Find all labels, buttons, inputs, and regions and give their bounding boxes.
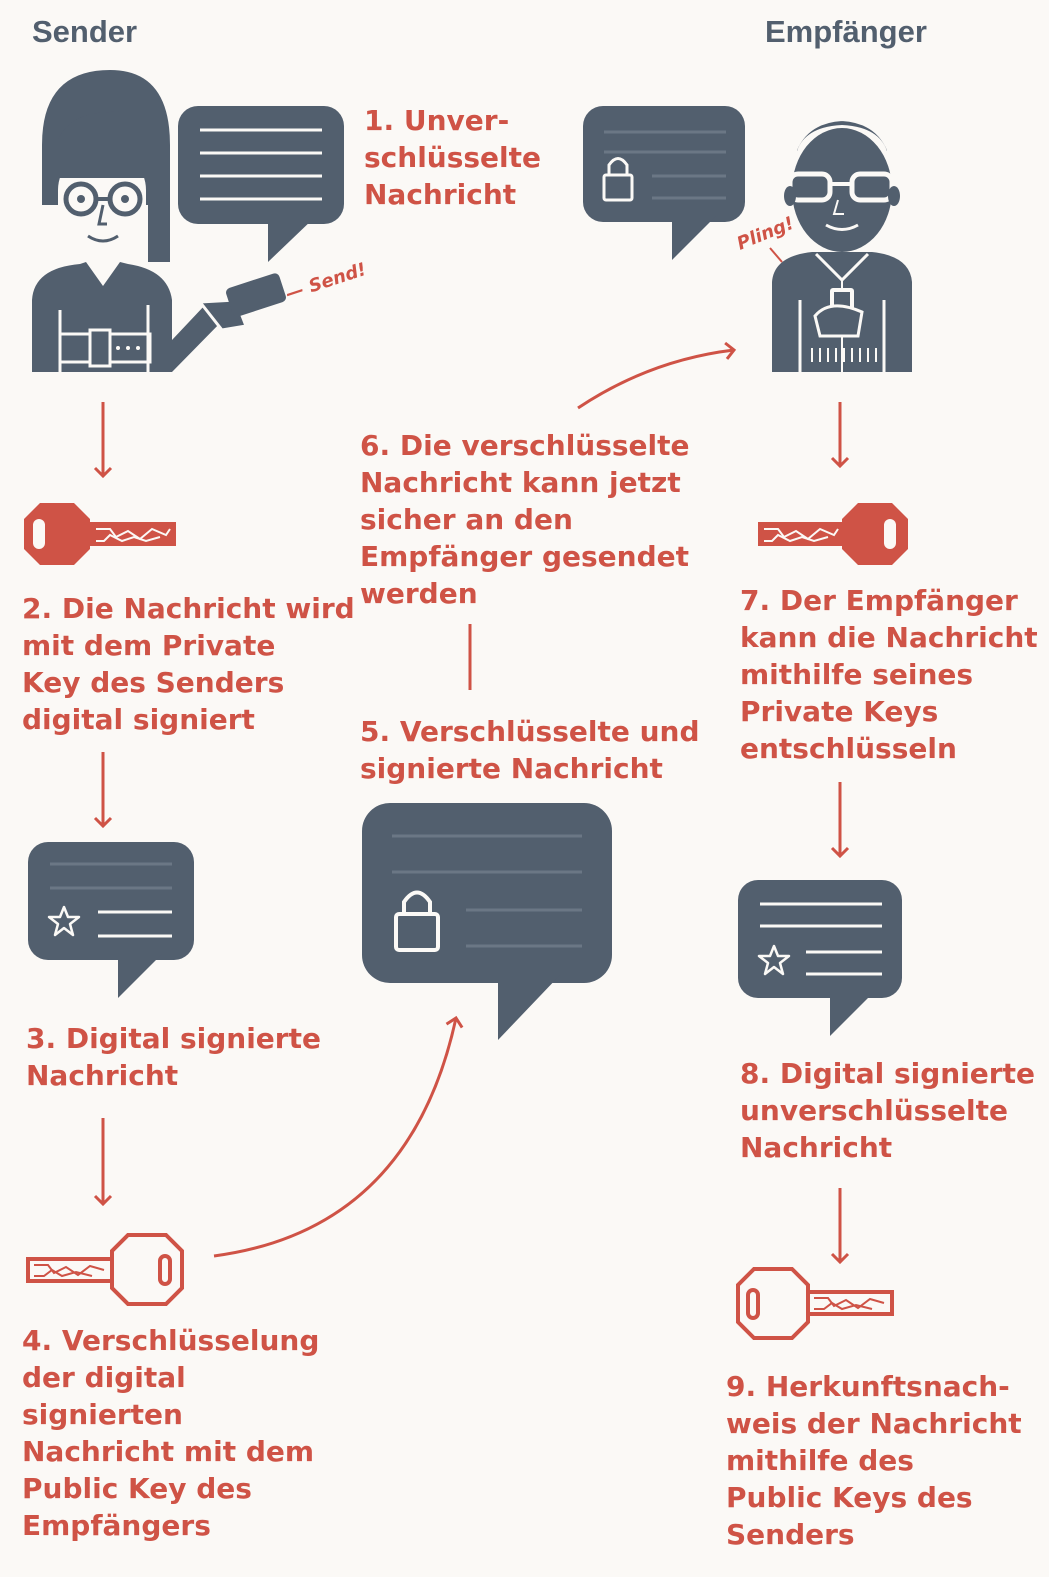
private-key-icon <box>24 503 176 565</box>
step-2-label: 2. Die Nachricht wird mit dem Private Ke… <box>22 590 355 738</box>
public-key-icon <box>28 1235 182 1304</box>
sender-heading: Sender <box>32 14 137 50</box>
pling-note: Pling! <box>734 213 797 255</box>
step-9-label: 9. Herkunftsnach- weis der Nachricht mit… <box>726 1368 1022 1553</box>
receiver-person-icon <box>772 120 912 372</box>
encrypted-message-bubble-icon <box>583 106 745 260</box>
signed-message-bubble-icon <box>28 842 194 998</box>
step-3-label: 3. Digital signierte Nachricht <box>26 1020 321 1094</box>
decrypted-signed-message-bubble-icon <box>738 880 902 1036</box>
step-7-label: 7. Der Empfänger kann die Nachricht mith… <box>740 582 1038 767</box>
receiver-private-key-icon <box>758 503 908 565</box>
step-6-label: 6. Die verschlüsselte Nachricht kann jet… <box>360 427 690 612</box>
send-note: — Send! <box>283 259 369 305</box>
receiver-heading: Empfänger <box>765 14 927 50</box>
step-5-label: 5. Verschlüsselte und signierte Nachrich… <box>360 713 700 787</box>
step-1-label: 1. Unver- schlüsselte Nachricht <box>364 102 541 213</box>
step-4-label: 4. Verschlüsselung der digital signierte… <box>22 1322 319 1544</box>
plain-message-bubble-icon <box>178 106 344 262</box>
encrypted-signed-message-bubble-icon <box>362 803 612 1040</box>
sender-public-key-icon <box>738 1269 892 1338</box>
step-8-label: 8. Digital signierte unverschlüsselte Na… <box>740 1055 1035 1166</box>
